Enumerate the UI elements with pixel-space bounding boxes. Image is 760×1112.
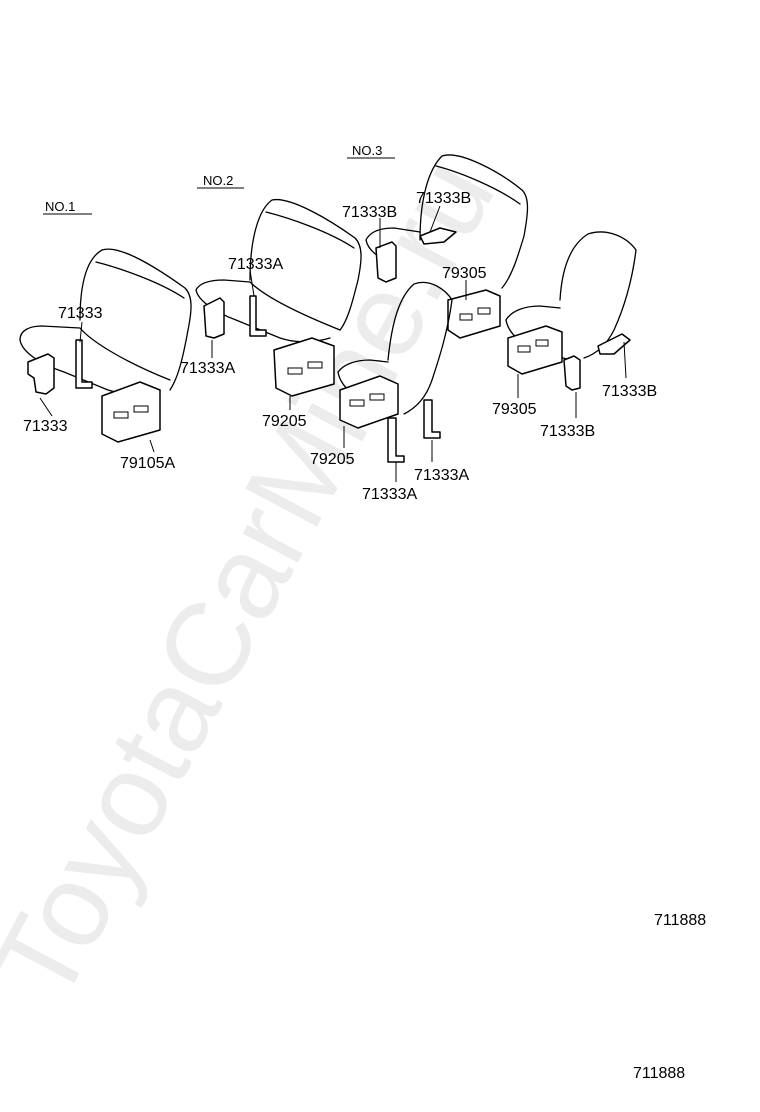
callout-79205-no2: 79205 xyxy=(262,413,307,430)
callout-71333a-no3-right: 71333A xyxy=(414,467,469,484)
callout-79105a: 79105A xyxy=(120,455,175,472)
group-header-no2: NO.2 xyxy=(197,173,244,189)
seat-no3-right-illustration xyxy=(505,231,637,391)
callout-71333a-no3-bottom: 71333A xyxy=(362,486,417,503)
callout-71333-lower: 71333 xyxy=(23,418,68,435)
illustration-code: 711888 xyxy=(654,912,706,929)
callout-71333a-no2-lower: 71333A xyxy=(180,360,235,377)
callout-71333b-left: 71333B xyxy=(342,204,397,221)
callout-71333b-bottom: 71333B xyxy=(540,423,595,440)
callout-71333b-right: 71333B xyxy=(602,383,657,400)
group-header-no3: NO.3 xyxy=(347,143,395,159)
callout-71333b-top: 71333B xyxy=(416,190,471,207)
leader-lines xyxy=(39,205,627,482)
group-header-no1: NO.1 xyxy=(43,199,92,215)
seat-no3-middle-illustration xyxy=(337,281,453,463)
seat-no3-back-illustration xyxy=(365,154,529,339)
callout-71333a-no2-upper: 71333A xyxy=(228,256,283,273)
group-label: NO.2 xyxy=(203,173,233,188)
page-code: 711888 xyxy=(633,1065,685,1082)
callout-79205-no3: 79205 xyxy=(310,451,355,468)
group-label: NO.3 xyxy=(352,143,382,158)
seat-no1-illustration xyxy=(19,248,192,443)
callout-79305-upper: 79305 xyxy=(442,265,487,282)
callout-71333-upper: 71333 xyxy=(58,305,103,322)
group-label: NO.1 xyxy=(45,199,75,214)
callout-79305-lower: 79305 xyxy=(492,401,537,418)
seat-no2-illustration xyxy=(195,198,362,397)
